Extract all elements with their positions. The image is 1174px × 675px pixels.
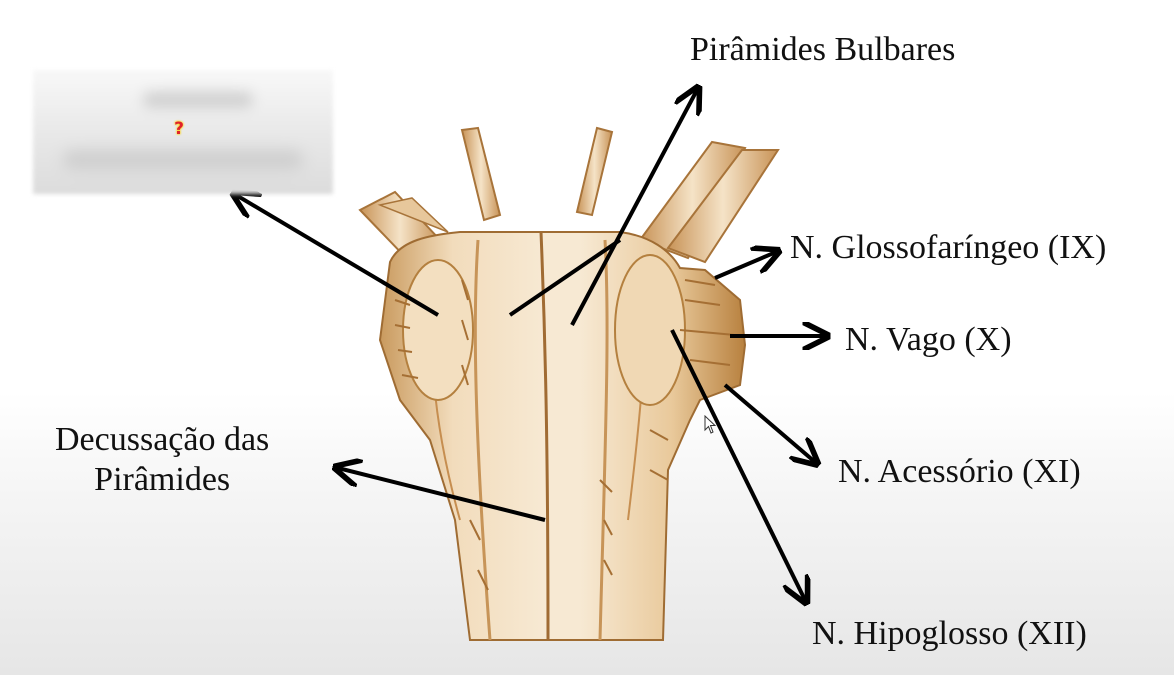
label-acessorio: N. Acessório (XI) [838, 453, 1081, 490]
arrow-piramides-1 [508, 238, 622, 317]
label-decussacao-line1: Decussação das [55, 421, 270, 458]
arrow-hipoglosso [670, 329, 805, 600]
question-mark-icon[interactable]: ? [174, 119, 184, 139]
arrow-piramides-2 [570, 90, 697, 326]
hidden-label-box[interactable] [33, 70, 333, 194]
mouse-cursor-icon [704, 415, 717, 434]
pointer-arrows [236, 90, 825, 600]
blurred-text [143, 92, 253, 108]
label-piramides-bulbares: Pirâmides Bulbares [690, 31, 956, 68]
arrow-glossofaringeo [714, 252, 776, 280]
label-vago: N. Vago (X) [845, 321, 1012, 358]
label-glossofaringeo: N. Glossofaríngeo (IX) [790, 229, 1107, 266]
label-decussacao-line2: Pirâmides [94, 461, 231, 498]
upper-nerve-roots [358, 126, 780, 264]
arrow-decussacao [338, 468, 546, 522]
blurred-text [63, 150, 303, 170]
arrow-acessorio [723, 383, 815, 462]
medulla-body [378, 231, 747, 641]
label-decussacao: Decussação das Pirâmides [55, 420, 269, 500]
arrow-to-hidden-label [236, 195, 440, 317]
label-hipoglosso: N. Hipoglosso (XII) [812, 615, 1087, 652]
